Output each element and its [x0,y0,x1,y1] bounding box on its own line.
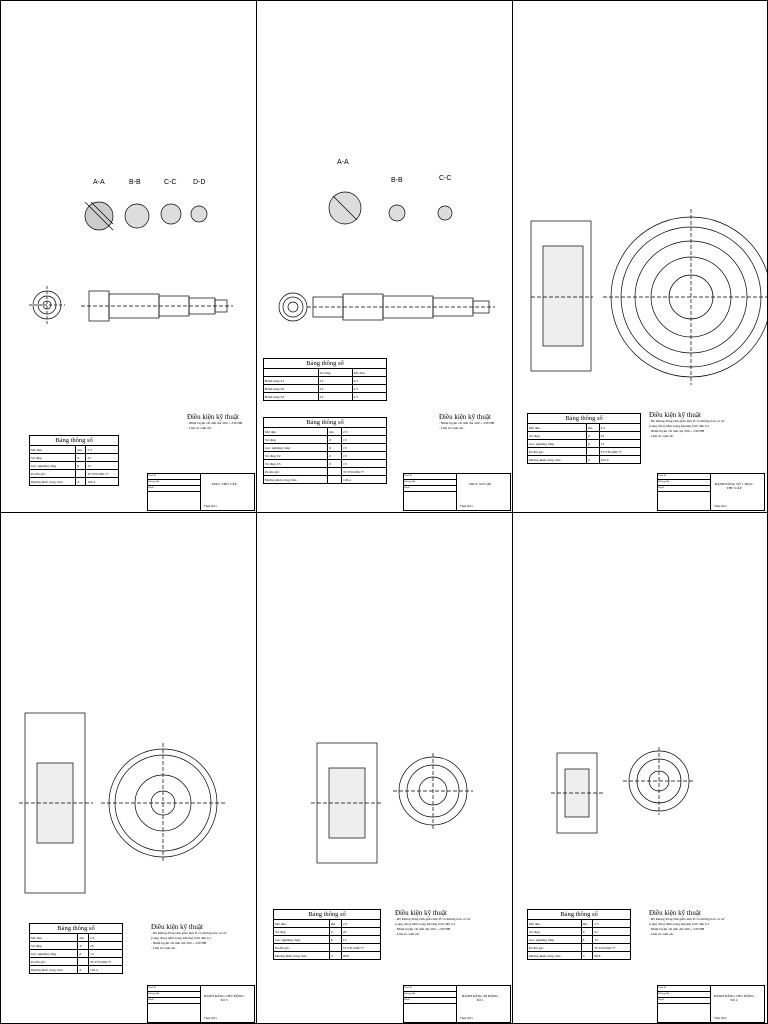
section-label: A-A [93,179,105,186]
technical-conditions: Điều kiện kỹ thuật . Nhiệt luyện cải tiế… [187,413,243,431]
drawing-title: BÁNH RĂNG CHỦ ĐỘNG SỐ 3 [204,994,244,1002]
table-caption: Bảng thông số [527,909,631,919]
section-label: C-C [439,175,452,182]
gear-4-drawing [551,747,695,834]
table-caption: Bảng thông số [29,435,119,445]
gear-3-drawing [311,742,473,864]
technical-conditions: Điều kiện kỹ thuật . Độ không đồng tâm g… [649,411,725,439]
section-label: B-B [129,179,141,186]
table-caption: Bảng thông số [527,413,641,423]
section-label: D-D [193,179,206,186]
drawing-title: BÁNH RĂNG SỐ 1 TRỤC THỨ CẤP [714,482,754,490]
technical-conditions: Điều kiện kỹ thuật . Độ không đồng tâm g… [395,909,471,937]
drawing-title: BÁNH RĂNG CHỦ ĐỘNG SỐ 2 [714,994,754,1002]
drawing-title: TRỤC SƠ CẤP [468,482,492,486]
section-label: B-B [391,177,403,184]
technical-conditions: Điều kiện kỹ thuật . Độ không đồng tâm g… [649,909,725,937]
table-caption: Bảng thông số [273,909,381,919]
table-caption: Bảng thông số [263,417,387,427]
shaft-1-drawing [29,201,233,324]
technical-conditions: Điều kiện kỹ thuật . Độ không đồng tâm g… [151,923,227,951]
drawing-title: BÁNH RĂNG BỊ ĐỘNG SỐ 1 [461,994,499,1002]
table-caption: Bảng thông số [263,358,387,368]
section-label: C-C [164,179,177,186]
section-label: A-A [337,159,349,166]
drawing-title: TRỤC THỨ CẤP [211,482,237,486]
shaft-2-drawing [278,191,495,322]
table-caption: Bảng thông số [29,923,123,933]
gear-2-drawing [19,712,225,894]
gear-1-drawing [530,209,767,385]
technical-conditions: Điều kiện kỹ thuật . Nhiệt luyện cải tiế… [439,413,495,431]
